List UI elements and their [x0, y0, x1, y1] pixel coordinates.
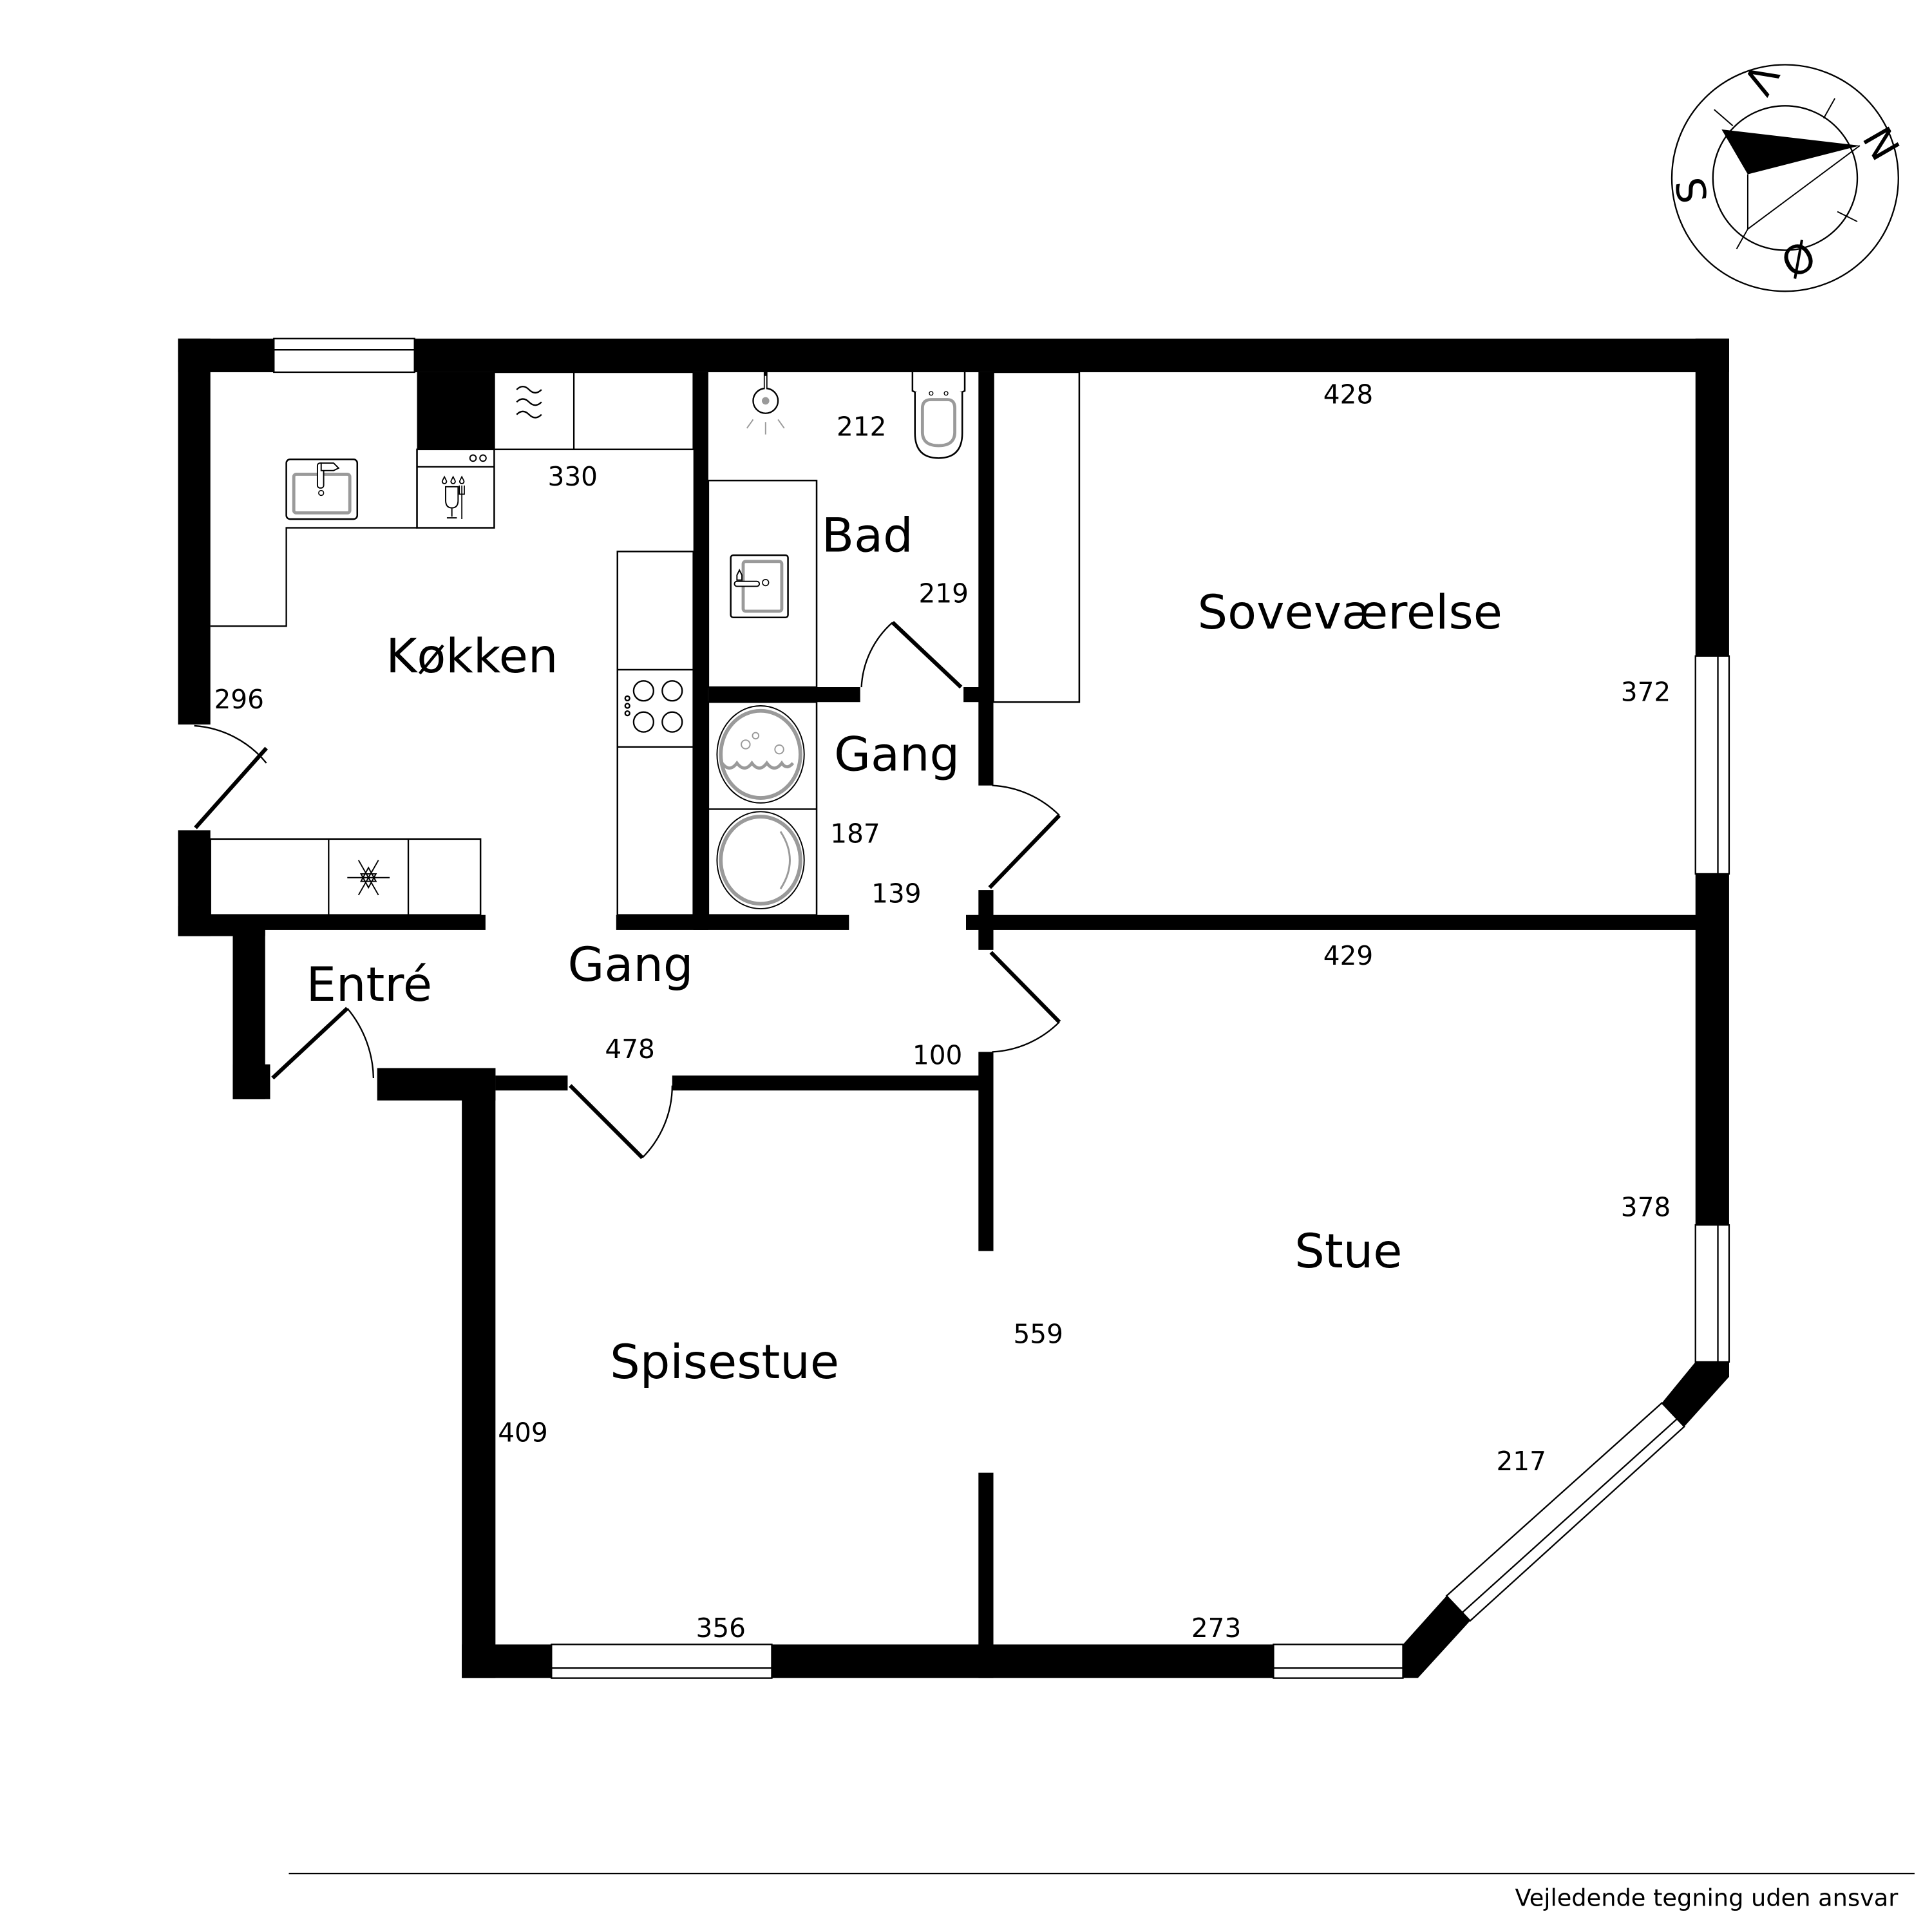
room-label-kokken: Køkken — [386, 629, 558, 684]
dim-stue-right: 378 — [1621, 1192, 1671, 1223]
room-label-gang-upper: Gang — [834, 728, 960, 782]
dim-stue-top: 429 — [1323, 940, 1373, 971]
bathroom-fixtures — [707, 372, 966, 688]
door-bedroom[interactable] — [988, 784, 1061, 889]
door-dining-room[interactable] — [569, 1084, 673, 1159]
dishwasher-icon — [416, 448, 495, 529]
windows — [273, 337, 1730, 1679]
kitchen-sink-icon — [285, 459, 359, 520]
door-bathroom[interactable] — [860, 621, 963, 689]
washing-machine-icon — [716, 705, 805, 804]
wardrobe — [992, 371, 1081, 703]
room-label-spisestue: Spisestue — [610, 1335, 839, 1390]
dim-kokken-width: 330 — [548, 461, 598, 492]
dimension-labels: 330 296 212 219 428 372 187 139 429 478 … — [214, 379, 1671, 1643]
dim-stue-depth: 559 — [1013, 1319, 1063, 1350]
toilet-icon — [911, 372, 966, 459]
dim-bad-depth: 219 — [919, 578, 969, 609]
room-label-sovevaerelse: Soveværelse — [1198, 585, 1502, 640]
compass-needle-icon — [1721, 129, 1860, 175]
room-label-bad: Bad — [822, 508, 913, 563]
room-label-gang-lower: Gang — [567, 938, 693, 992]
shower-icon — [746, 372, 785, 435]
room-label-stue: Stue — [1294, 1224, 1402, 1279]
dim-kokken-depth: 296 — [214, 684, 263, 715]
dryer-icon — [716, 811, 805, 910]
door-kitchen-exterior[interactable] — [194, 724, 268, 829]
dim-spisestue-depth: 409 — [498, 1417, 547, 1448]
stovetop-icon — [624, 680, 683, 733]
dim-gang-lower-width: 478 — [605, 1034, 654, 1065]
walls — [178, 338, 1729, 1678]
dim-bad-width: 212 — [837, 412, 886, 442]
doors — [194, 621, 1061, 1159]
washbasin-icon — [730, 554, 789, 619]
dim-spisestue-width: 356 — [696, 1613, 746, 1643]
dim-sovevaerelse-depth: 372 — [1621, 676, 1671, 707]
door-living-room[interactable] — [989, 951, 1061, 1053]
room-label-entre: Entré — [307, 958, 433, 1012]
dim-diagonal: 217 — [1496, 1446, 1546, 1477]
door-entry[interactable] — [271, 1007, 375, 1080]
dim-gang-upper-width: 139 — [871, 878, 921, 909]
room-labels: Køkken Bad Soveværelse Gang Gang Entré S… — [307, 508, 1502, 1390]
footer-disclaimer: Vejledende tegning uden ansvar — [1515, 1884, 1899, 1911]
dim-sovevaerelse-width: 428 — [1323, 379, 1373, 410]
kitchen-fixtures — [209, 371, 694, 916]
laundry-fixtures — [707, 701, 818, 916]
microwave-icon — [516, 386, 542, 419]
compass-rose: N S Ø V — [1667, 55, 1908, 292]
dim-gang-upper-depth: 187 — [830, 819, 880, 849]
fridge-snowflake-icon — [347, 860, 390, 896]
dim-stue-bottom: 273 — [1191, 1613, 1241, 1643]
dim-gang-lower-depth: 100 — [913, 1040, 962, 1071]
